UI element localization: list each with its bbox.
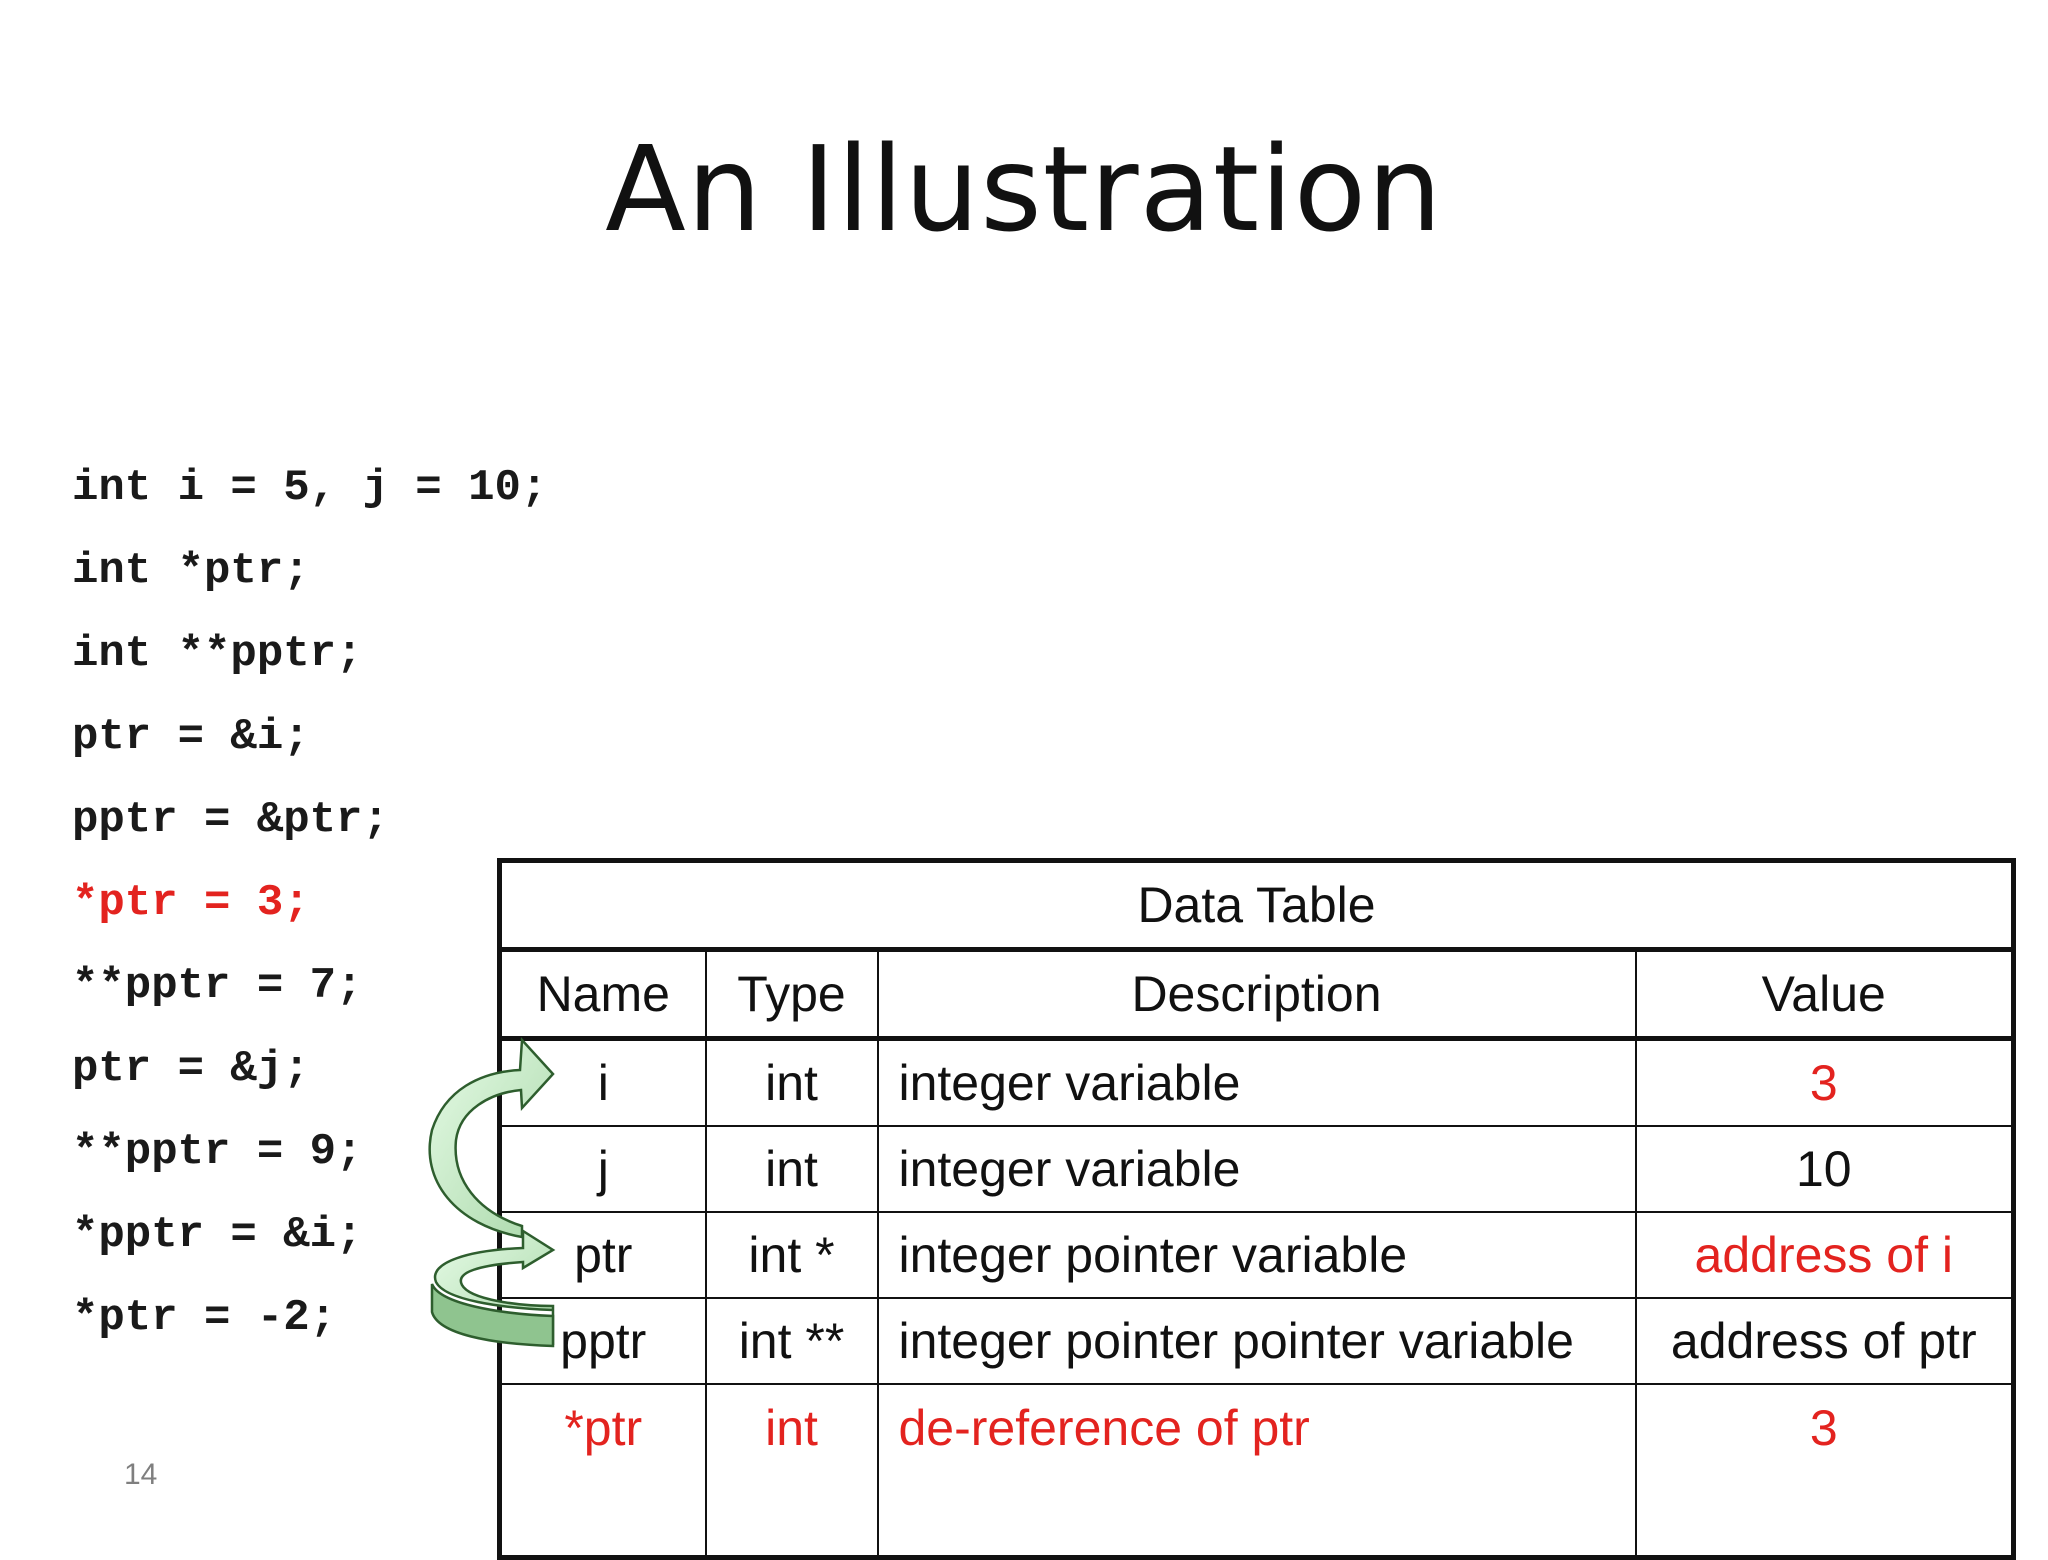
cell-type: int (704, 1383, 879, 1559)
code-line-highlighted: *ptr = 3; (72, 878, 310, 928)
table-row: ptr int * integer pointer variable addre… (498, 1211, 2015, 1299)
cell-value: 10 (1634, 1125, 2015, 1213)
cell-name: j (498, 1125, 707, 1213)
code-line: *ptr = -2; (72, 1293, 337, 1343)
cell-description: integer pointer pointer variable (876, 1297, 1637, 1385)
cell-description: integer pointer variable (876, 1211, 1637, 1299)
cell-value: 3 (1634, 1037, 2015, 1127)
cell-name: *ptr (498, 1383, 707, 1559)
arrow-ptr-to-i (428, 1036, 555, 1239)
code-line: int *ptr; (72, 546, 310, 596)
code-line: pptr = &ptr; (72, 795, 389, 845)
table-caption: Data Table (498, 859, 2015, 952)
table-row: j int integer variable 10 (498, 1125, 2015, 1213)
cell-type: int * (704, 1211, 879, 1299)
cell-name: ptr (498, 1211, 707, 1299)
code-line: int **pptr; (72, 629, 363, 679)
arrow-pptr-to-ptr-base (430, 1283, 555, 1348)
column-header-description: Description (876, 948, 1637, 1041)
code-line: ptr = &i; (72, 712, 310, 762)
column-header-name: Name (498, 948, 707, 1041)
code-line: **pptr = 7; (72, 961, 363, 1011)
cell-type: int (704, 1037, 879, 1127)
code-line: ptr = &j; (72, 1044, 310, 1094)
cell-description: integer variable (876, 1125, 1637, 1213)
cell-description: integer variable (876, 1037, 1637, 1127)
column-header-value: Value (1634, 948, 2015, 1041)
code-line: *pptr = &i; (72, 1210, 363, 1260)
code-line: int i = 5, j = 10; (72, 463, 548, 513)
slide-title: An Illustration (605, 120, 1443, 258)
cell-value: address of ptr (1634, 1297, 2015, 1385)
table-header-row: Name Type Description Value (498, 948, 2015, 1041)
cell-value: address of i (1634, 1211, 2015, 1299)
cell-type: int (704, 1125, 879, 1213)
code-line: **pptr = 9; (72, 1127, 363, 1177)
data-table: Data Table Name Type Description Value i… (497, 858, 2017, 1560)
table-row: pptr int ** integer pointer pointer vari… (498, 1297, 2015, 1385)
arrow-pptr-to-ptr (433, 1228, 556, 1345)
slide-number: 14 (124, 1458, 158, 1491)
cell-type: int ** (704, 1297, 879, 1385)
column-header-type: Type (704, 948, 879, 1041)
